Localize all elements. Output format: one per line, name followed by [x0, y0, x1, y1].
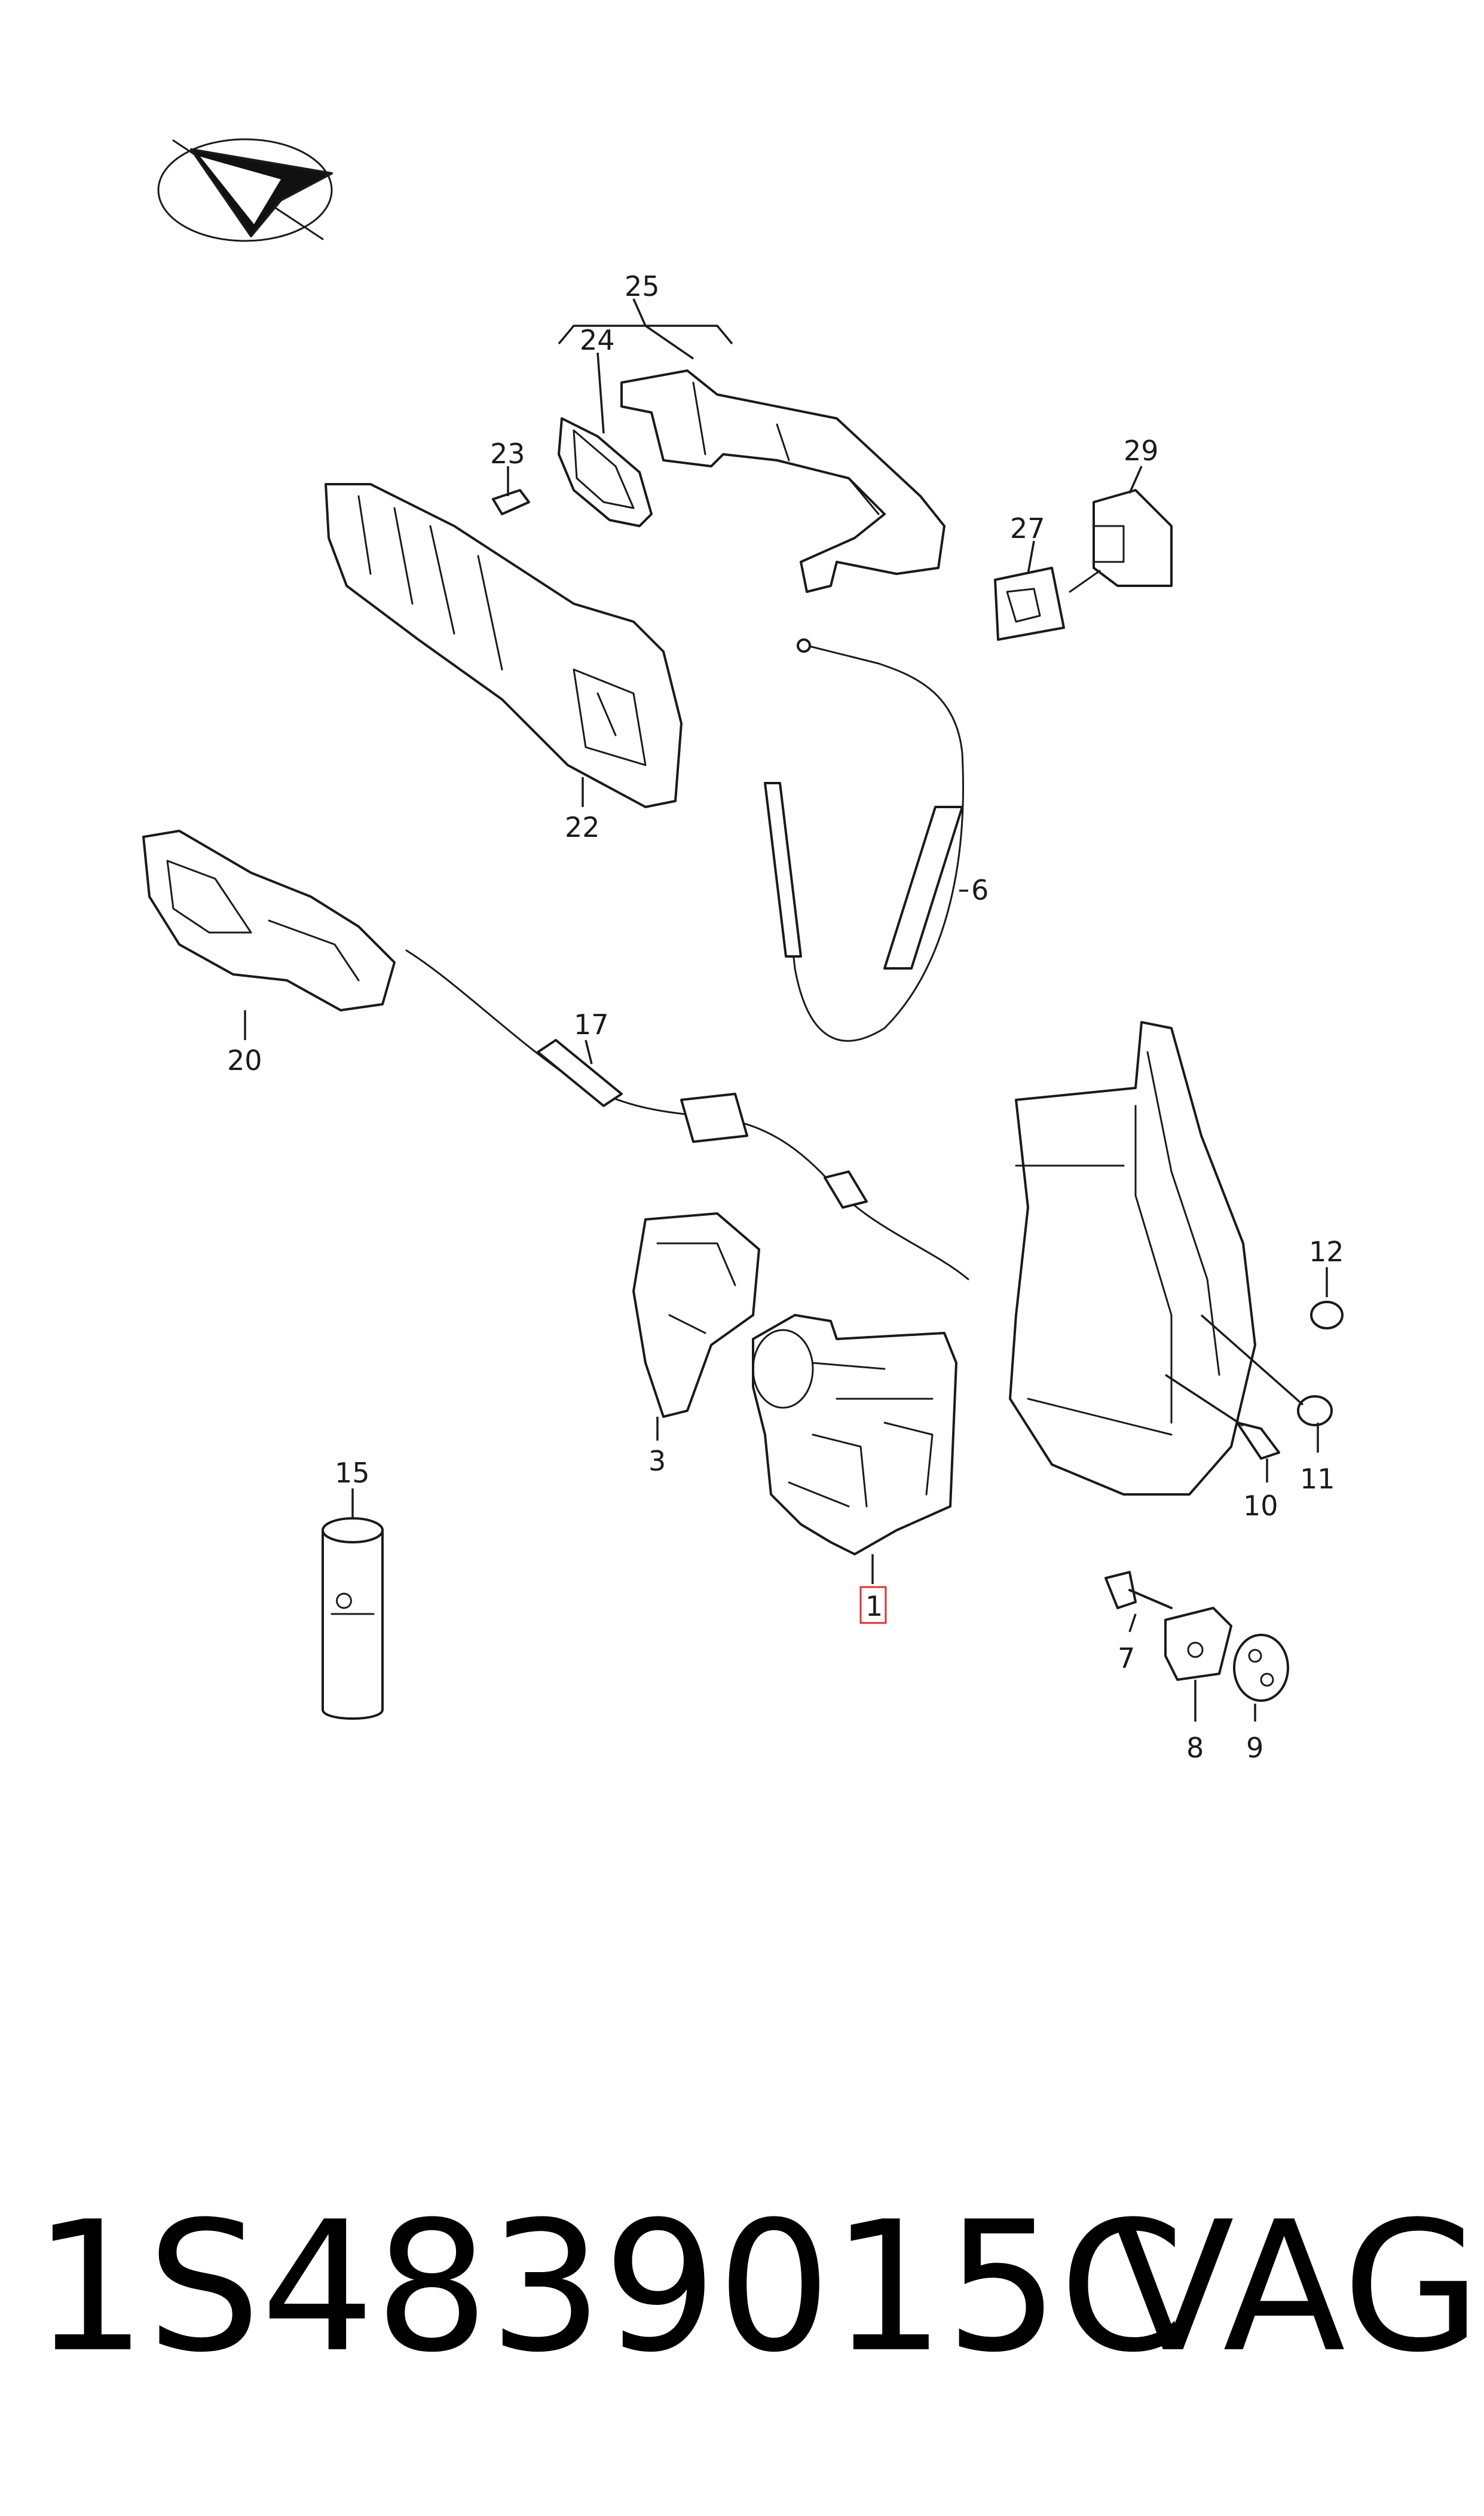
- inner-release-cable: [405, 949, 969, 1280]
- pillar-screw: [1236, 1421, 1280, 1460]
- striker-bolt: [1104, 1571, 1173, 1609]
- callout-9: 9: [1246, 1732, 1263, 1764]
- callout-3: 3: [648, 1445, 666, 1477]
- callout-6: 6: [971, 874, 989, 906]
- lubricant-can: [322, 1517, 384, 1720]
- callout-12: 12: [1309, 1236, 1344, 1268]
- mounting-screw: [492, 489, 530, 515]
- callout-11: 11: [1300, 1463, 1335, 1495]
- lock-cylinder-cover: [994, 567, 1065, 641]
- callout-1: 1: [865, 1590, 883, 1622]
- lock-bracket: [632, 1212, 760, 1418]
- part-number: 1S4839015C: [33, 2183, 1185, 2392]
- callout-22: 22: [565, 811, 600, 843]
- handle-gasket: [558, 417, 653, 527]
- pillar-contour: [1015, 1051, 1220, 1436]
- callout-17: 17: [574, 1008, 609, 1041]
- door-lock-mechanism: [752, 1314, 957, 1555]
- callout-8: 8: [1186, 1732, 1204, 1764]
- grommet: [1297, 1395, 1333, 1426]
- callout-15: 15: [335, 1457, 370, 1489]
- callout-1-highlight: [859, 1586, 887, 1624]
- brand-name: VAG: [1112, 2183, 1481, 2392]
- inner-door-handle: [142, 830, 396, 1011]
- callout-27: 27: [1010, 512, 1045, 545]
- callout-23: 23: [490, 438, 525, 470]
- sealing-plug: [1310, 1301, 1344, 1329]
- callout-25: 25: [625, 270, 660, 302]
- callout-29: 29: [1124, 435, 1159, 467]
- callout-24: 24: [580, 324, 615, 356]
- outer-door-handle: [620, 369, 946, 593]
- callout-7: 7: [1118, 1642, 1135, 1674]
- spacer-plate: [1233, 1634, 1289, 1702]
- release-cable-outer: [764, 638, 964, 1042]
- handle-carrier-bracket: [325, 483, 683, 808]
- callout-10: 10: [1243, 1490, 1278, 1522]
- door-pillar: [1009, 1021, 1256, 1496]
- handle-end-cap: [1093, 489, 1173, 587]
- callout-20: 20: [227, 1044, 262, 1077]
- direction-arrow-icon: [157, 138, 333, 242]
- callout-25-bracket: [558, 298, 733, 360]
